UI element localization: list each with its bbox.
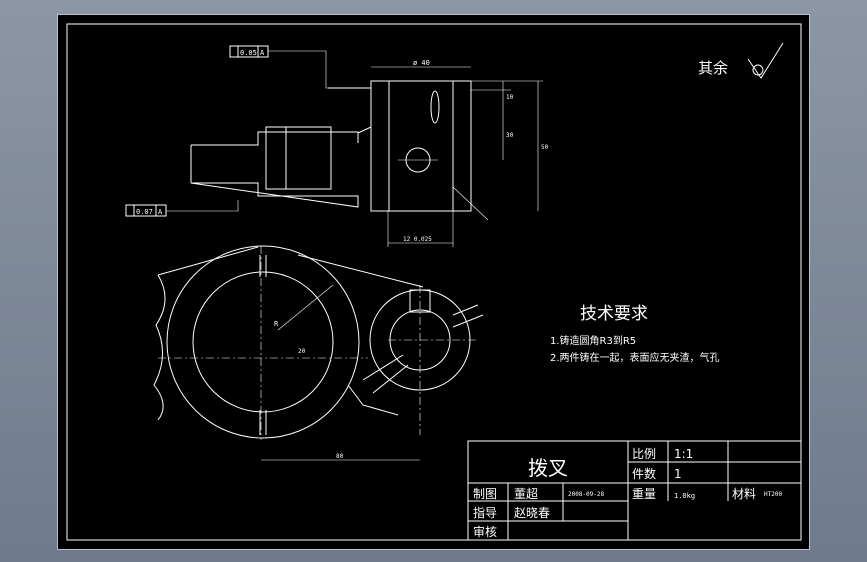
roughness-symbol-icon: [747, 42, 784, 79]
material-value: HT200: [764, 491, 782, 498]
top-view: 0.05 A ø 40 10 30 50 12 0.025: [125, 45, 549, 247]
top-tolerance-value: 0.05: [240, 49, 257, 57]
top-datum: A: [260, 49, 265, 57]
count-value: 1: [674, 467, 682, 481]
dim-12: 12 0.025: [403, 236, 432, 243]
bottom-tolerance-frame: 0.07 A: [125, 200, 239, 217]
drawing-sheet: 其余 0.05 A ø 40: [57, 14, 810, 550]
scale-value: 1:1: [674, 447, 693, 461]
count-label: 件数: [632, 466, 656, 481]
bottom-datum: A: [158, 208, 163, 216]
material-label: 材料: [732, 487, 756, 501]
tech-requirement-item: 1.铸造圆角R3到R5: [550, 334, 636, 347]
drawn-label: 制图: [473, 487, 497, 501]
dim-80: 80: [336, 453, 344, 460]
drawn-name: 董超: [514, 486, 538, 501]
bottom-tolerance-value: 0.07: [136, 208, 153, 216]
review-label: 审核: [473, 524, 497, 539]
dim-20: 20: [298, 348, 306, 355]
dim-dia-40: ø 40: [413, 59, 430, 67]
dim-R: R: [274, 320, 279, 328]
weight-label: 重量: [632, 487, 656, 501]
dim-10: 10: [506, 94, 514, 101]
dim-50: 50: [541, 144, 549, 151]
tech-requirements: 技术要求 1.铸造圆角R3到R5 2.两件铸在一起，表面应无夹渣，气孔: [550, 304, 720, 364]
front-view: R 20 80: [153, 245, 484, 461]
title-block: 拨叉 比例 1:1 件数 1 制图 董超 2008-09-28 重量 1.0kg…: [467, 440, 802, 541]
scale-label: 比例: [632, 447, 656, 461]
weight-value: 1.0kg: [674, 492, 695, 500]
tech-requirement-item: 2.两件铸在一起，表面应无夹渣，气孔: [550, 351, 720, 364]
roughness-note: 其余: [698, 59, 728, 77]
cad-drawing: 其余 0.05 A ø 40: [66, 23, 802, 541]
guide-name: 赵晓春: [514, 506, 550, 520]
part-name: 拨叉: [528, 456, 568, 480]
dim-30: 30: [506, 132, 514, 139]
guide-label: 指导: [473, 505, 497, 520]
top-tolerance-frame: 0.05 A: [229, 45, 371, 89]
drawn-date: 2008-09-28: [568, 491, 605, 498]
inner-border: [66, 23, 802, 541]
tech-requirements-title: 技术要求: [580, 304, 648, 324]
